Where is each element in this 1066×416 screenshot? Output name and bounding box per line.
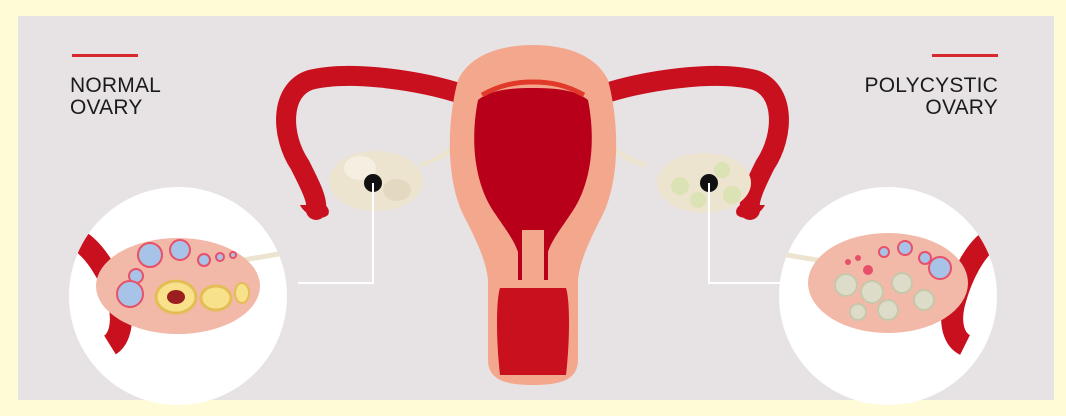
normal-ovary-magnified-view bbox=[69, 187, 300, 405]
uterus bbox=[450, 45, 616, 385]
polycystic-ovary-magnified-view bbox=[760, 187, 997, 405]
